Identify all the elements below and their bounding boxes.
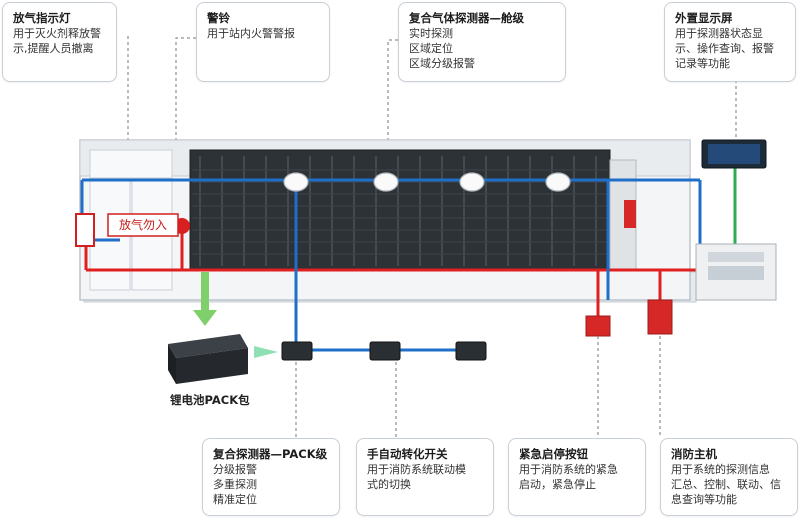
callout-title: 外置显示屏: [675, 11, 733, 25]
callout-line: 用于探测器状态显: [675, 27, 763, 40]
callout-title: 警铃: [207, 11, 230, 25]
callout-line: 示,提醒人员撤离: [13, 42, 94, 55]
callout-line: 示、操作查询、报警: [675, 42, 774, 55]
callout-line: 精准定位: [213, 493, 257, 506]
warning-sign: 放气勿入: [118, 218, 167, 232]
callout-title: 复合气体探测器—舱级: [409, 11, 524, 25]
callout-line: 用于灭火剂释放警: [13, 27, 101, 40]
callout-fire-host: 消防主机 用于系统的探测信息 汇总、控制、联动、信 息查询等功能: [660, 438, 798, 516]
leader-cabin-detector: [387, 39, 398, 170]
battery-pack-top: [168, 334, 248, 358]
callout-title: 手自动转化开关: [367, 447, 448, 461]
battery-racks: [189, 149, 611, 271]
warning-sign-box: [107, 213, 179, 237]
red-panel: [624, 200, 636, 228]
callout-emergency-button: 紧急启停按钮 用于消防系统的紧急 启动，紧急停止: [508, 438, 646, 516]
pack-detectors: [281, 341, 487, 361]
release-lamp: [75, 213, 95, 247]
callout-line: 用于系统的探测信息: [671, 463, 770, 476]
cabin-detectors: [283, 172, 571, 192]
callout-line: 汇总、控制、联动、信: [671, 478, 781, 491]
callout-cabin-detector: 复合气体探测器—舱级 实时探测 区域定位 区域分级报警: [398, 2, 566, 82]
callout-title: 放气指示灯: [13, 11, 71, 25]
callout-line: 区域定位: [409, 42, 453, 55]
callout-line: 息查询等功能: [671, 493, 737, 506]
battery-pack-label: 锂电池PACK包: [170, 393, 250, 407]
callout-line: 启动，紧急停止: [519, 478, 596, 491]
callout-alarm-bell: 警铃 用于站内火警警报: [196, 2, 330, 82]
callout-line: 用于消防系统联动模: [367, 463, 466, 476]
left-top-panel: [89, 149, 173, 179]
callout-line: 多重探测: [213, 478, 257, 491]
green-down-arrow: [193, 310, 217, 326]
callout-external-display: 外置显示屏 用于探测器状态显 示、操作查询、报警 记录等功能: [664, 2, 796, 82]
callout-pack-detector: 复合探测器—PACK级 分级报警 多重探测 精准定位: [202, 438, 340, 516]
callout-title: 复合探测器—PACK级: [213, 447, 328, 461]
callout-title: 紧急启停按钮: [519, 447, 588, 461]
callout-line: 记录等功能: [675, 57, 730, 70]
callout-line: 实时探测: [409, 27, 453, 40]
callout-line: 用于消防系统的紧急: [519, 463, 618, 476]
callout-title: 消防主机: [671, 447, 717, 461]
battery-pack: [176, 348, 248, 384]
callout-line: 式的切换: [367, 478, 411, 491]
callout-line: 区域分级报警: [409, 57, 475, 70]
callout-line: 分级报警: [213, 463, 257, 476]
callout-release-lamp: 放气指示灯 用于灭火剂释放警 示,提醒人员撤离: [2, 2, 117, 82]
emergency-button: [585, 315, 611, 337]
signal-arrow: [254, 346, 278, 358]
auto-manual-switch: [647, 299, 673, 335]
callout-line: 用于站内火警警报: [207, 27, 295, 40]
callout-auto-manual-switch: 手自动转化开关 用于消防系统联动模 式的切换: [356, 438, 494, 516]
